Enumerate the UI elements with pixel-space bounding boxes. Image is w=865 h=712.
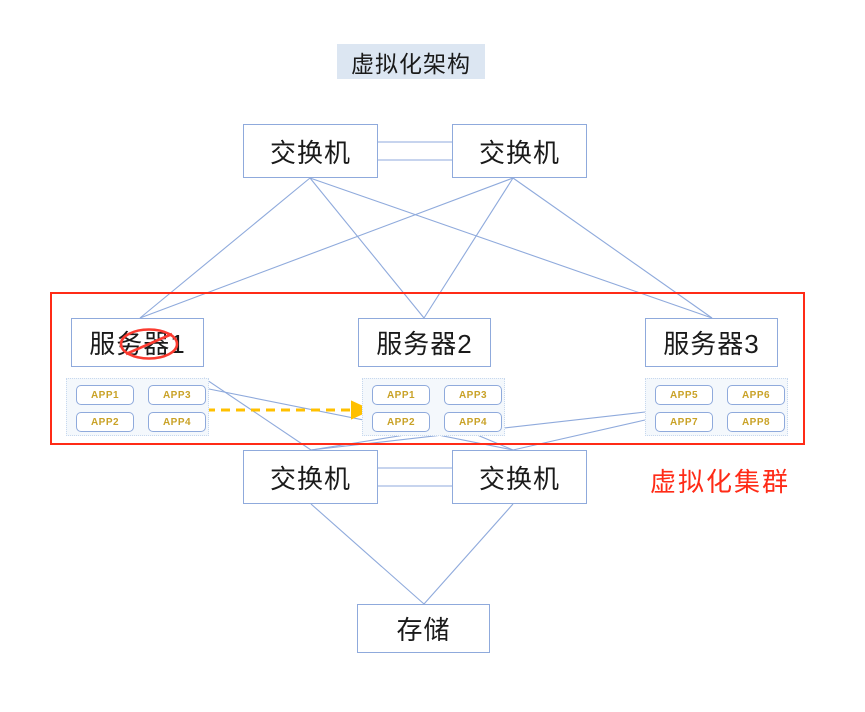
app-box-server3-3[interactable]: APP7	[655, 412, 713, 432]
cluster-label: 虚拟化集群	[650, 467, 791, 497]
edge-sw4-storage	[423, 503, 514, 605]
edge-sw3-storage	[310, 503, 425, 605]
app-box-server1-1[interactable]: APP1	[76, 385, 134, 405]
switch-bottom-left[interactable]: 交换机	[243, 450, 378, 504]
server-3[interactable]: 服务器3	[645, 318, 778, 367]
app-box-server3-2[interactable]: APP6	[727, 385, 785, 405]
app-box-server3-1[interactable]: APP5	[655, 385, 713, 405]
app-box-server3-4[interactable]: APP8	[727, 412, 785, 432]
switch-top-right[interactable]: 交换机	[452, 124, 587, 178]
switch-top-left[interactable]: 交换机	[243, 124, 378, 178]
storage-node[interactable]: 存储	[357, 604, 490, 653]
virtualization-cluster-boundary	[50, 292, 805, 445]
switch-bottom-right[interactable]: 交换机	[452, 450, 587, 504]
server-2[interactable]: 服务器2	[358, 318, 491, 367]
app-box-server1-3[interactable]: APP2	[76, 412, 134, 432]
page-title: 虚拟化架构	[337, 44, 485, 79]
